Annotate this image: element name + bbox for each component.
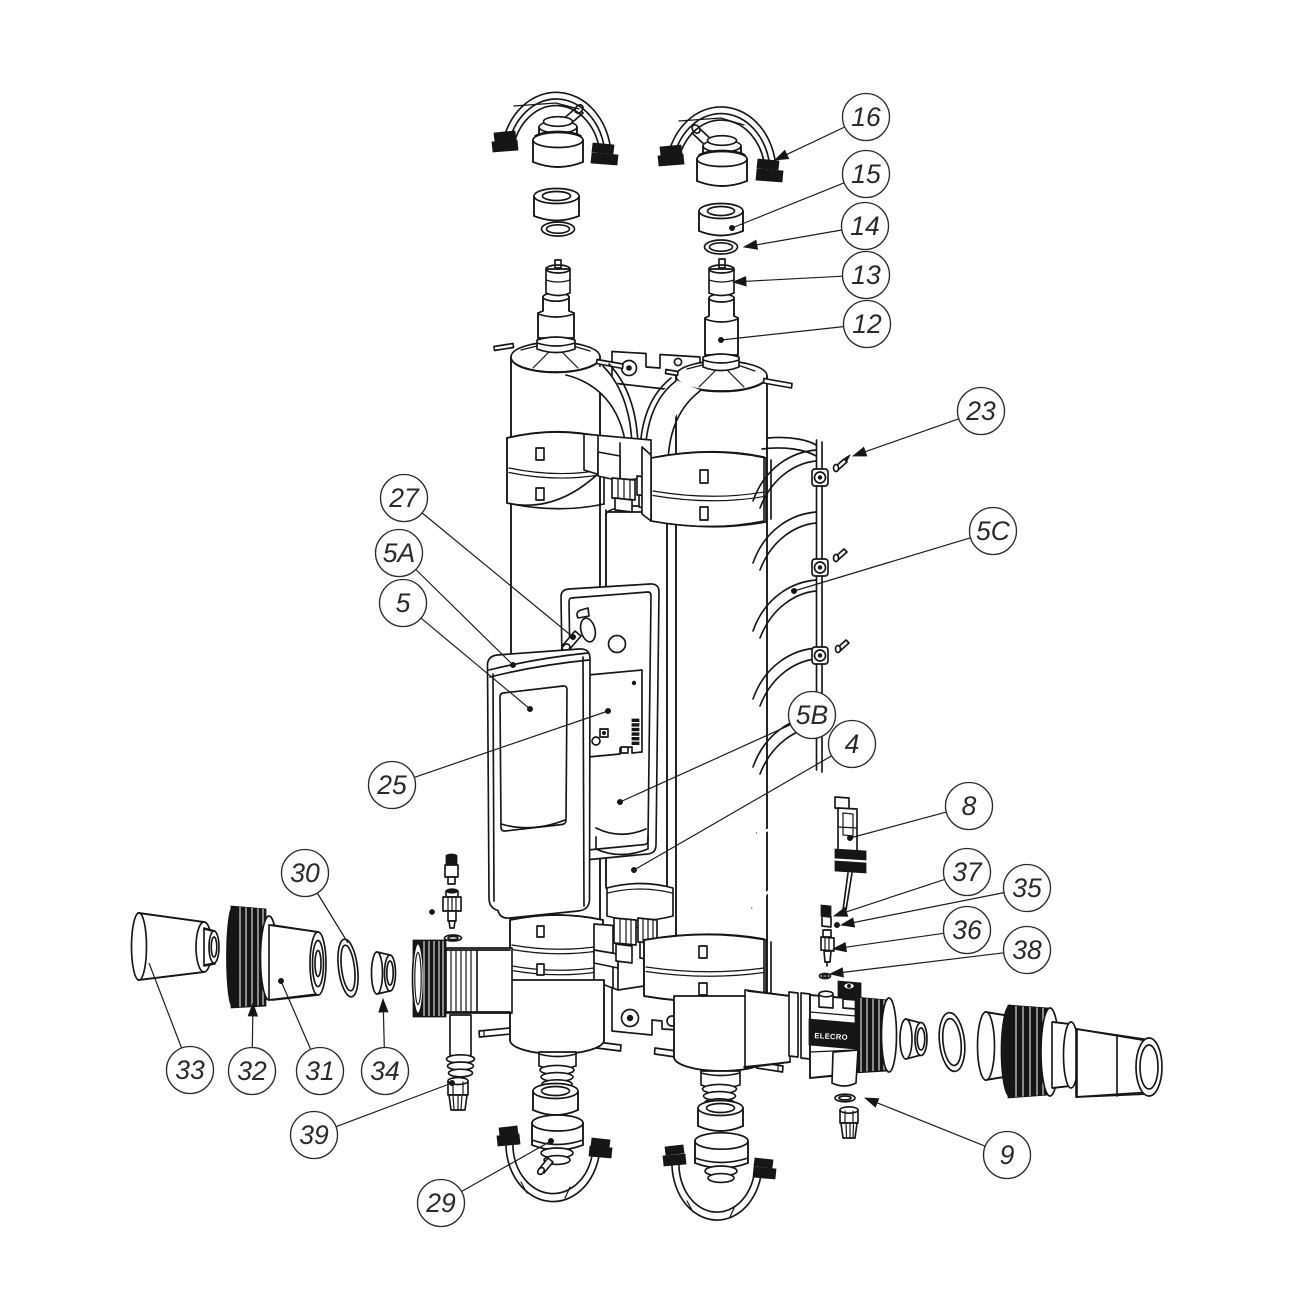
- svg-text:ELECRO: ELECRO: [814, 1031, 848, 1042]
- svg-text:13: 13: [851, 260, 881, 290]
- svg-text:16: 16: [851, 102, 881, 132]
- svg-text:8: 8: [962, 791, 977, 821]
- svg-text:5C: 5C: [976, 516, 1011, 546]
- svg-text:4: 4: [845, 729, 860, 759]
- svg-text:5B: 5B: [796, 700, 828, 730]
- svg-text:30: 30: [290, 858, 320, 888]
- svg-text:31: 31: [305, 1056, 334, 1086]
- svg-text:36: 36: [952, 915, 982, 945]
- svg-text:27: 27: [388, 483, 420, 513]
- svg-text:33: 33: [175, 1055, 205, 1085]
- svg-text:12: 12: [852, 309, 882, 339]
- svg-text:15: 15: [851, 159, 881, 189]
- svg-text:5: 5: [396, 588, 411, 618]
- svg-text:35: 35: [1012, 873, 1042, 903]
- svg-text:5A: 5A: [383, 538, 415, 568]
- svg-text:32: 32: [237, 1056, 267, 1086]
- svg-text:38: 38: [1012, 935, 1042, 965]
- svg-text:39: 39: [299, 1120, 329, 1150]
- svg-text:9: 9: [1000, 1140, 1015, 1170]
- svg-text:14: 14: [850, 211, 879, 241]
- svg-text:37: 37: [952, 857, 983, 887]
- svg-text:34: 34: [370, 1056, 399, 1086]
- svg-text:29: 29: [425, 1188, 456, 1218]
- svg-text:25: 25: [376, 770, 407, 800]
- svg-text:23: 23: [965, 396, 996, 426]
